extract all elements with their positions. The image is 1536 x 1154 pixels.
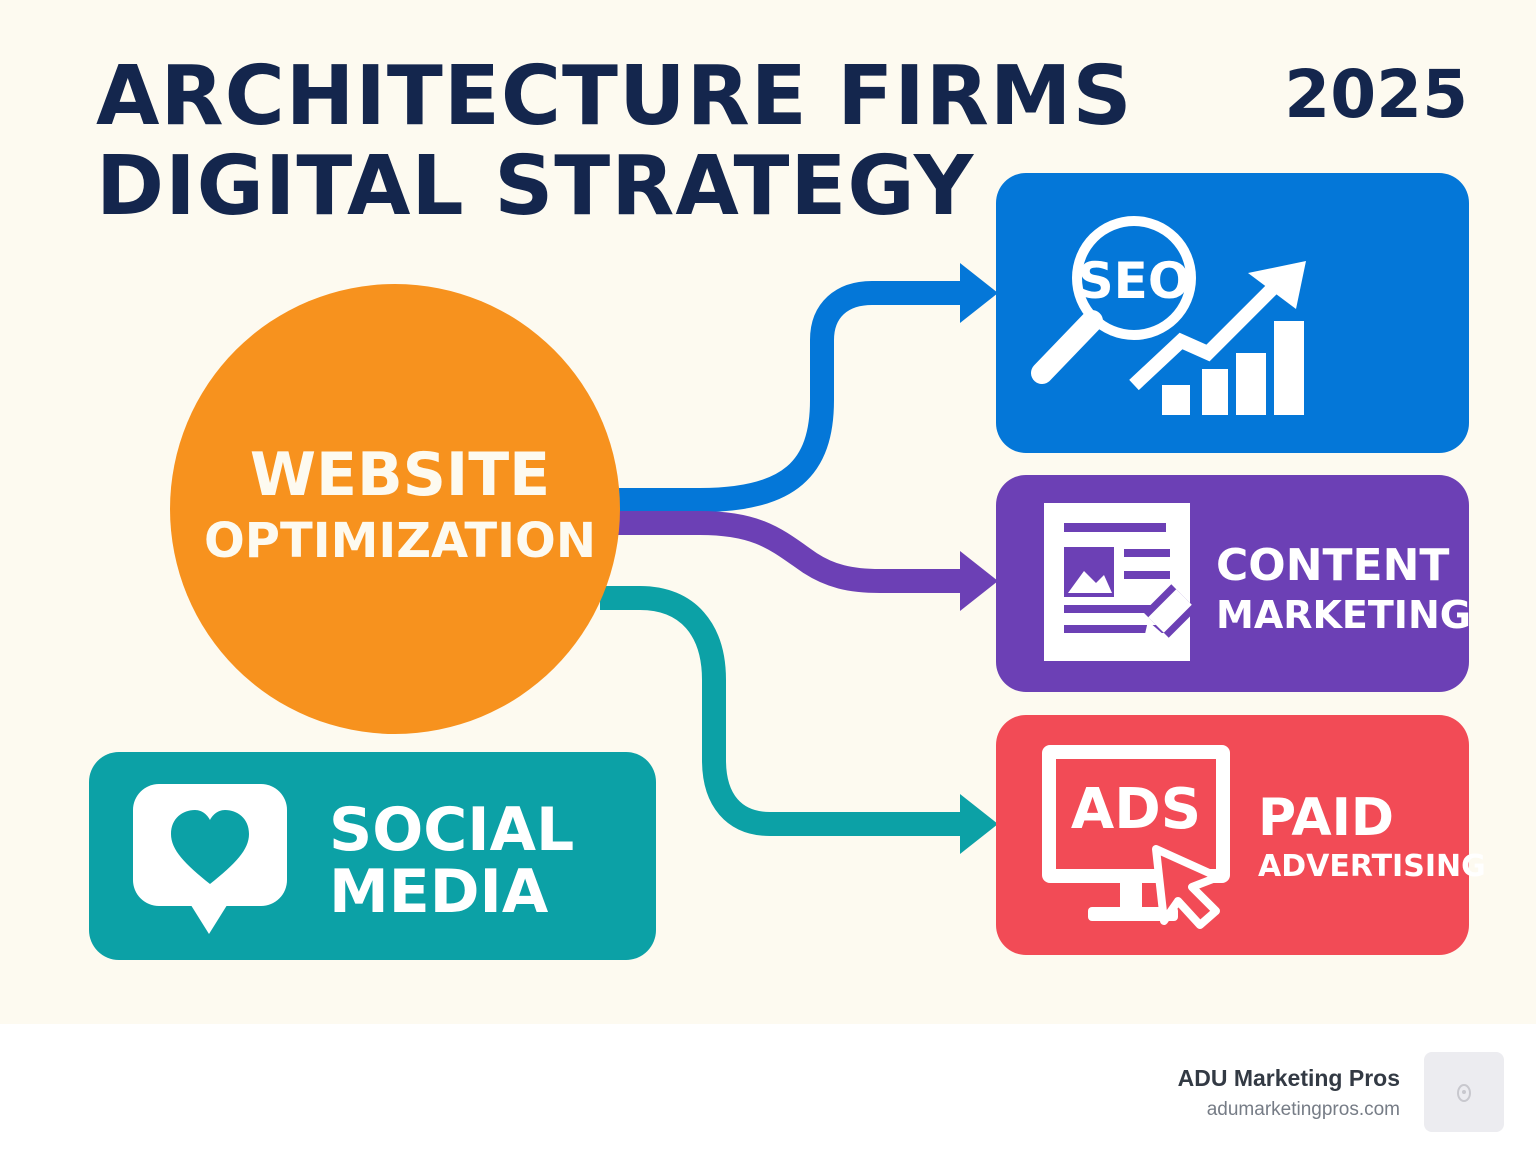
- page-title: ARCHITECTURE FIRMS DIGITAL STRATEGY: [96, 52, 1133, 232]
- content-label-line-1: CONTENT: [1216, 540, 1450, 591]
- content-marketing-card: CONTENT MARKETING: [996, 475, 1471, 692]
- ads-label-line-1: PAID: [1258, 788, 1395, 848]
- connector-to-ads: [600, 586, 970, 836]
- content-label-line-2: MARKETING: [1216, 593, 1471, 637]
- social-label-line-1: SOCIAL: [329, 795, 575, 865]
- arrowhead-ads: [960, 794, 998, 854]
- social-label-line-2: MEDIA: [329, 857, 549, 927]
- social-media-card: SOCIAL MEDIA: [89, 752, 656, 960]
- year-label: 2025: [1284, 56, 1468, 133]
- brand-url-link[interactable]: adumarketingpros.com: [1206, 1099, 1400, 1120]
- brand-name: ADU Marketing Pros: [1177, 1065, 1400, 1091]
- title-line-1: ARCHITECTURE FIRMS: [96, 49, 1133, 144]
- hub-circle: [170, 284, 620, 734]
- arrowhead-seo: [960, 263, 998, 323]
- paid-advertising-card: ADS PAID ADVERTISING: [996, 715, 1486, 955]
- document-pen-icon: [1044, 503, 1197, 661]
- footer-bar: ADU Marketing Pros adumarketingpros.com: [0, 1024, 1536, 1154]
- arrowhead-content: [960, 551, 998, 611]
- ads-label-line-2: ADVERTISING: [1258, 849, 1486, 884]
- infographic: ARCHITECTURE FIRMS DIGITAL STRATEGY 2025…: [0, 0, 1536, 1024]
- brand-logo-icon: [1424, 1052, 1504, 1132]
- heart-chat-bubble-icon: [133, 784, 287, 934]
- title-line-2: DIGITAL STRATEGY: [96, 139, 975, 234]
- seo-growth-icon: SEO: [1031, 216, 1306, 415]
- hub-label: WEBSITE OPTIMIZATION: [170, 440, 630, 572]
- connector-to-seo: [610, 281, 970, 512]
- seo-card: SEO: [996, 173, 1469, 453]
- connector-to-content: [610, 511, 970, 593]
- ads-icon-text: ADS: [1071, 777, 1201, 842]
- connectors: [600, 263, 998, 854]
- hub-label-line-1: WEBSITE: [249, 440, 551, 510]
- seo-icon-text: SEO: [1078, 252, 1191, 310]
- hub-label-line-2: OPTIMIZATION: [203, 513, 596, 569]
- monitor-cursor-icon: ADS: [1042, 745, 1230, 929]
